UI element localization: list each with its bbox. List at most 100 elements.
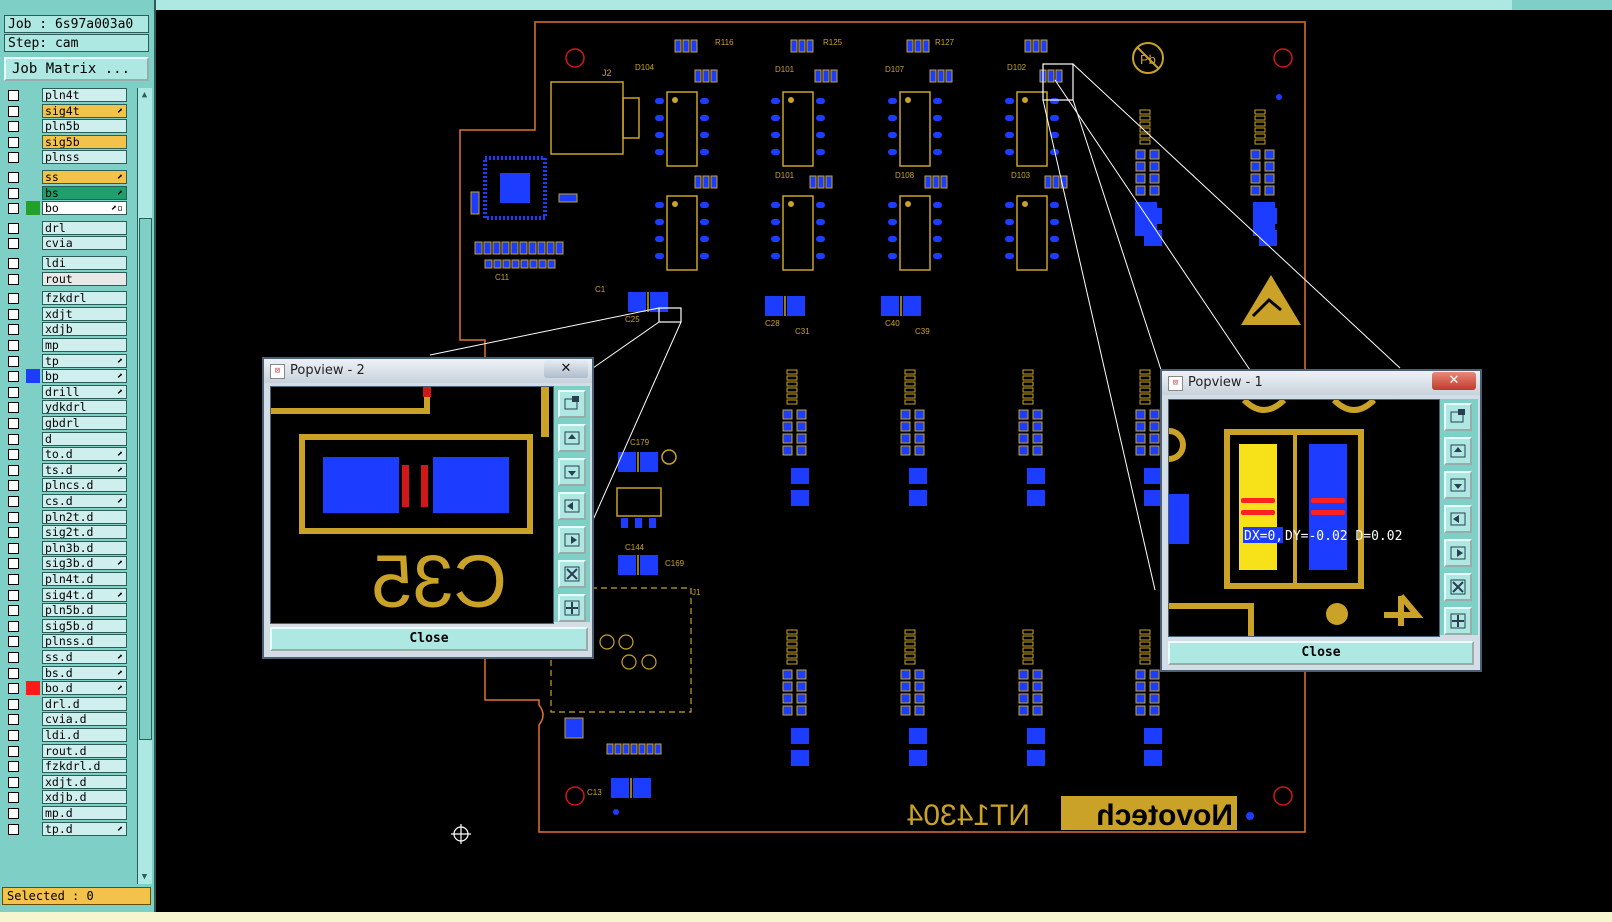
layer-row[interactable]: sig4t⬈ — [4, 103, 136, 119]
layer-row[interactable]: drill⬈ — [4, 384, 136, 400]
layer-checkbox[interactable] — [8, 792, 19, 804]
popview-2-canvas[interactable]: C35 — [270, 386, 554, 624]
layer-name[interactable]: xdjb — [42, 322, 127, 337]
layer-checkbox[interactable] — [8, 823, 19, 835]
layer-name[interactable]: plncs.d — [42, 478, 127, 493]
layer-row[interactable]: ldi — [4, 256, 136, 271]
zoom-fit-icon[interactable] — [558, 390, 586, 418]
layer-name[interactable]: drill⬈ — [42, 384, 127, 399]
layer-row[interactable]: d — [4, 431, 136, 447]
layer-checkbox[interactable] — [8, 152, 19, 164]
layer-checkbox[interactable] — [8, 258, 19, 269]
layer-row[interactable]: xdjb.d — [4, 790, 136, 805]
popview-1-close-button[interactable]: Close — [1168, 641, 1474, 665]
layer-checkbox[interactable] — [8, 418, 19, 429]
layer-name[interactable]: plnss — [42, 150, 127, 165]
layer-name[interactable]: xdjb.d — [42, 790, 127, 805]
pan-down-icon[interactable] — [1444, 471, 1472, 499]
layer-row[interactable]: cvia.d — [4, 712, 136, 727]
layer-checkbox[interactable] — [8, 542, 19, 554]
layer-name[interactable]: xdjt.d — [42, 774, 127, 789]
layer-name[interactable]: bp⬈ — [42, 369, 127, 384]
pan-left-icon[interactable] — [558, 492, 586, 520]
layer-row[interactable]: tp.d⬈ — [4, 821, 136, 837]
layer-row[interactable]: bo⬈▫ — [4, 201, 136, 216]
layer-checkbox[interactable] — [8, 340, 19, 351]
layer-row[interactable]: bp⬈ — [4, 369, 136, 384]
zoom-in-icon[interactable] — [558, 560, 586, 588]
layer-name[interactable]: bo.d⬈ — [42, 681, 127, 696]
layer-checkbox[interactable] — [8, 187, 19, 199]
layer-row[interactable]: ldi.d — [4, 728, 136, 743]
job-matrix-button[interactable]: Job Matrix ... — [4, 57, 149, 81]
layer-row[interactable]: pln4t.d — [4, 572, 136, 587]
layer-name[interactable]: ts.d⬈ — [42, 462, 127, 477]
layer-name[interactable]: fzkdrl — [42, 291, 127, 306]
layer-row[interactable]: gbdrl — [4, 416, 136, 431]
layer-scrollbar[interactable]: ▲ ▼ — [137, 88, 152, 884]
layer-checkbox[interactable] — [8, 308, 19, 320]
layer-row[interactable]: sig4t.d⬈ — [4, 587, 136, 603]
layer-name[interactable]: drl.d — [42, 696, 127, 711]
layer-name[interactable]: mp.d — [42, 806, 127, 820]
layer-checkbox[interactable] — [8, 355, 19, 367]
layer-checkbox[interactable] — [8, 203, 19, 215]
layer-row[interactable]: fzkdrl.d — [4, 759, 136, 774]
zoom-out-icon[interactable] — [1444, 607, 1472, 635]
layer-name[interactable]: pln3b.d — [42, 540, 127, 555]
scroll-thumb[interactable] — [139, 218, 152, 740]
layer-row[interactable]: cvia — [4, 236, 136, 251]
layer-row[interactable]: sig5b.d — [4, 618, 136, 634]
layer-name[interactable]: xdjt — [42, 306, 127, 321]
layer-name[interactable]: sig2t.d — [42, 525, 127, 540]
layer-name[interactable]: fzkdrl.d — [42, 759, 127, 774]
layer-name[interactable]: drl — [42, 220, 127, 235]
layer-row[interactable]: bs.d⬈ — [4, 665, 136, 681]
layer-row[interactable]: pln5b.d — [4, 603, 136, 618]
zoom-fit-icon[interactable] — [1444, 403, 1472, 431]
pan-down-icon[interactable] — [558, 458, 586, 486]
layer-checkbox[interactable] — [8, 714, 19, 726]
layer-row[interactable]: cs.d⬈ — [4, 494, 136, 509]
layer-row[interactable]: xdjt — [4, 306, 136, 322]
layer-name[interactable]: d — [42, 431, 127, 446]
pan-up-icon[interactable] — [1444, 437, 1472, 465]
layer-row[interactable]: rout.d — [4, 743, 136, 759]
layer-row[interactable]: bs⬈ — [4, 185, 136, 201]
layer-row[interactable]: to.d⬈ — [4, 447, 136, 462]
layer-name[interactable]: rout — [42, 271, 127, 286]
layer-checkbox[interactable] — [8, 222, 19, 234]
layer-row[interactable]: plnss — [4, 150, 136, 165]
pan-right-icon[interactable] — [1444, 539, 1472, 567]
layer-name[interactable]: sig5b — [42, 134, 127, 149]
layer-name[interactable]: ss.d⬈ — [42, 650, 127, 664]
layer-row[interactable]: drl.d — [4, 696, 136, 712]
layer-name[interactable]: bs.d⬈ — [42, 665, 127, 680]
layer-name[interactable]: sig3b.d⬈ — [42, 556, 127, 571]
layer-name[interactable]: gbdrl — [42, 416, 127, 430]
layer-row[interactable]: pln2t.d — [4, 509, 136, 525]
layer-row[interactable]: sig2t.d — [4, 525, 136, 540]
layer-name[interactable]: pln5b — [42, 119, 127, 134]
layer-row[interactable]: mp.d — [4, 806, 136, 821]
layer-name[interactable]: cs.d⬈ — [42, 494, 127, 508]
layer-checkbox[interactable] — [8, 121, 19, 133]
layer-name[interactable]: ldi.d — [42, 728, 127, 742]
layer-checkbox[interactable] — [8, 386, 19, 398]
layer-checkbox[interactable] — [8, 402, 19, 414]
layer-checkbox[interactable] — [8, 745, 19, 757]
layer-checkbox[interactable] — [8, 238, 19, 250]
layer-name[interactable]: to.d⬈ — [42, 447, 127, 462]
layer-checkbox[interactable] — [8, 558, 19, 570]
scroll-up-icon[interactable]: ▲ — [141, 90, 148, 100]
layer-name[interactable]: tp.d⬈ — [42, 821, 127, 836]
layer-row[interactable]: drl — [4, 220, 136, 236]
layer-checkbox[interactable] — [8, 496, 19, 507]
layer-name[interactable]: bo⬈▫ — [42, 201, 127, 216]
layer-name[interactable]: plnss.d — [42, 634, 127, 649]
layer-row[interactable]: pln4t — [4, 88, 136, 103]
layer-checkbox[interactable] — [8, 636, 19, 648]
layer-name[interactable]: pln4t — [42, 88, 127, 102]
layer-row[interactable]: rout — [4, 271, 136, 287]
layer-checkbox[interactable] — [8, 90, 19, 101]
